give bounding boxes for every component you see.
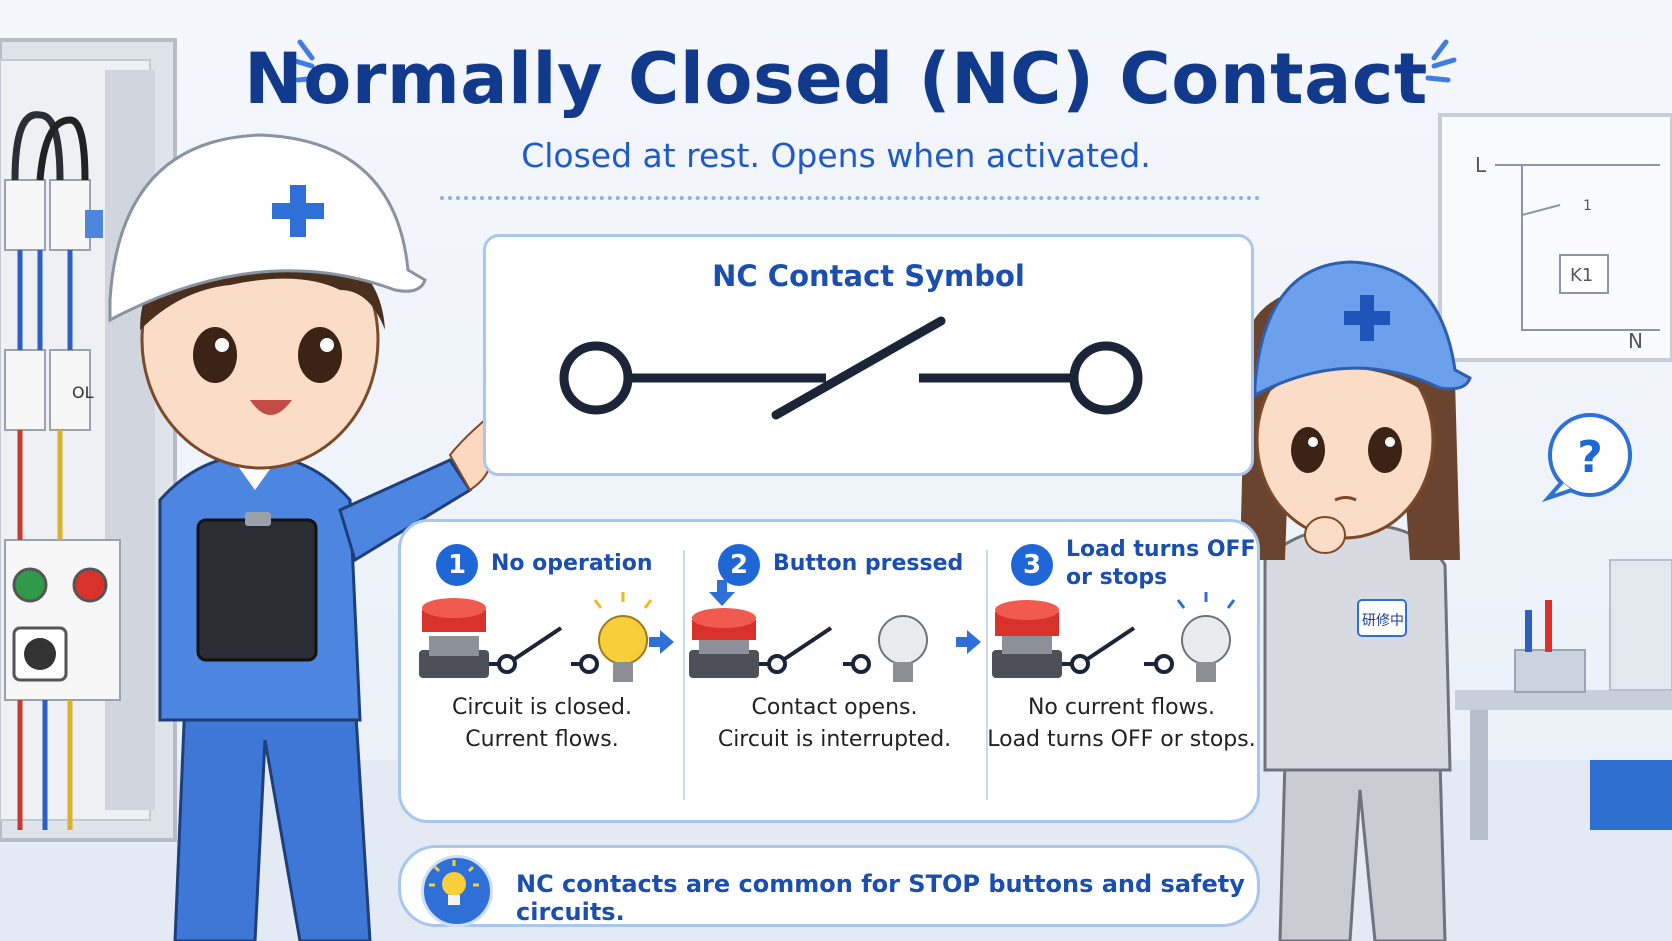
step-label: No operation <box>491 551 653 576</box>
light-bulb-on-icon <box>593 592 653 682</box>
step-label: Button pressed <box>773 551 964 576</box>
step-divider <box>986 550 988 800</box>
light-bulb-off-icon <box>878 615 928 682</box>
trainee-character: 研修中 <box>1240 260 1472 941</box>
step-number-badge: 2 <box>718 544 760 586</box>
lightbulb-icon <box>421 855 493 927</box>
contact-icon <box>489 626 599 674</box>
panel-ol-label: OL <box>72 383 94 402</box>
step-divider <box>683 550 685 800</box>
step-1-illustration <box>419 592 653 682</box>
step-number-badge: 1 <box>436 544 478 586</box>
press-arrow-icon <box>709 580 735 606</box>
step-1: 1 No operation C <box>401 522 683 820</box>
workbench <box>1455 559 1672 840</box>
trainee-badge-text: 研修中 <box>1362 613 1404 629</box>
step-description: Circuit is closed.Current flows. <box>452 695 632 752</box>
step-2: 2 Button pressed Contact op <box>683 522 986 820</box>
contact-icon <box>759 626 871 674</box>
title-sparkles <box>289 39 1457 83</box>
whiteboard: L N 1 K1 <box>1438 113 1672 362</box>
step-3-illustration <box>992 592 1236 682</box>
contact-icon <box>1062 626 1174 674</box>
electrical-panel: OL <box>0 38 177 842</box>
step-number-badge: 3 <box>1011 544 1053 586</box>
title-divider <box>440 196 1260 200</box>
push-button-icon <box>689 608 759 678</box>
symbol-left-terminal <box>559 341 633 415</box>
page-title: Normally Closed (NC) Contact <box>244 38 1428 120</box>
symbol-contact-blade <box>771 316 946 420</box>
nc-contact-symbol <box>559 316 1143 420</box>
symbol-right-terminal <box>1069 341 1143 415</box>
diagram-l-label: L <box>1475 153 1487 177</box>
diagram-n-label: N <box>1628 329 1643 353</box>
diagram-coil-label: K1 <box>1570 265 1593 286</box>
light-bulb-off-icon <box>1176 592 1236 682</box>
step-2-illustration <box>689 580 928 682</box>
note-text: NC contacts are common for STOP buttons … <box>516 870 1245 926</box>
note-card: NC contacts are common for STOP buttons … <box>398 845 1260 927</box>
steps-card: 1 No operation C <box>398 519 1260 823</box>
push-button-icon <box>419 598 489 678</box>
question-bubble: ? <box>1541 413 1632 503</box>
symbol-card-title: NC Contact Symbol <box>712 259 1025 293</box>
step-description: No current flows.Load turns OFF or stops… <box>987 695 1256 752</box>
diagram-ref-label: 1 <box>1583 198 1592 214</box>
question-mark: ? <box>1577 432 1603 483</box>
instructor-character <box>108 133 520 941</box>
arrow-right-icon <box>956 630 981 654</box>
page-subtitle: Closed at rest. Opens when activated. <box>521 136 1151 175</box>
arrow-right-icon <box>649 630 674 654</box>
step-description: Contact opens.Circuit is interrupted. <box>717 695 952 752</box>
push-button-icon <box>992 600 1062 678</box>
symbol-card: NC Contact Symbol <box>483 234 1254 476</box>
